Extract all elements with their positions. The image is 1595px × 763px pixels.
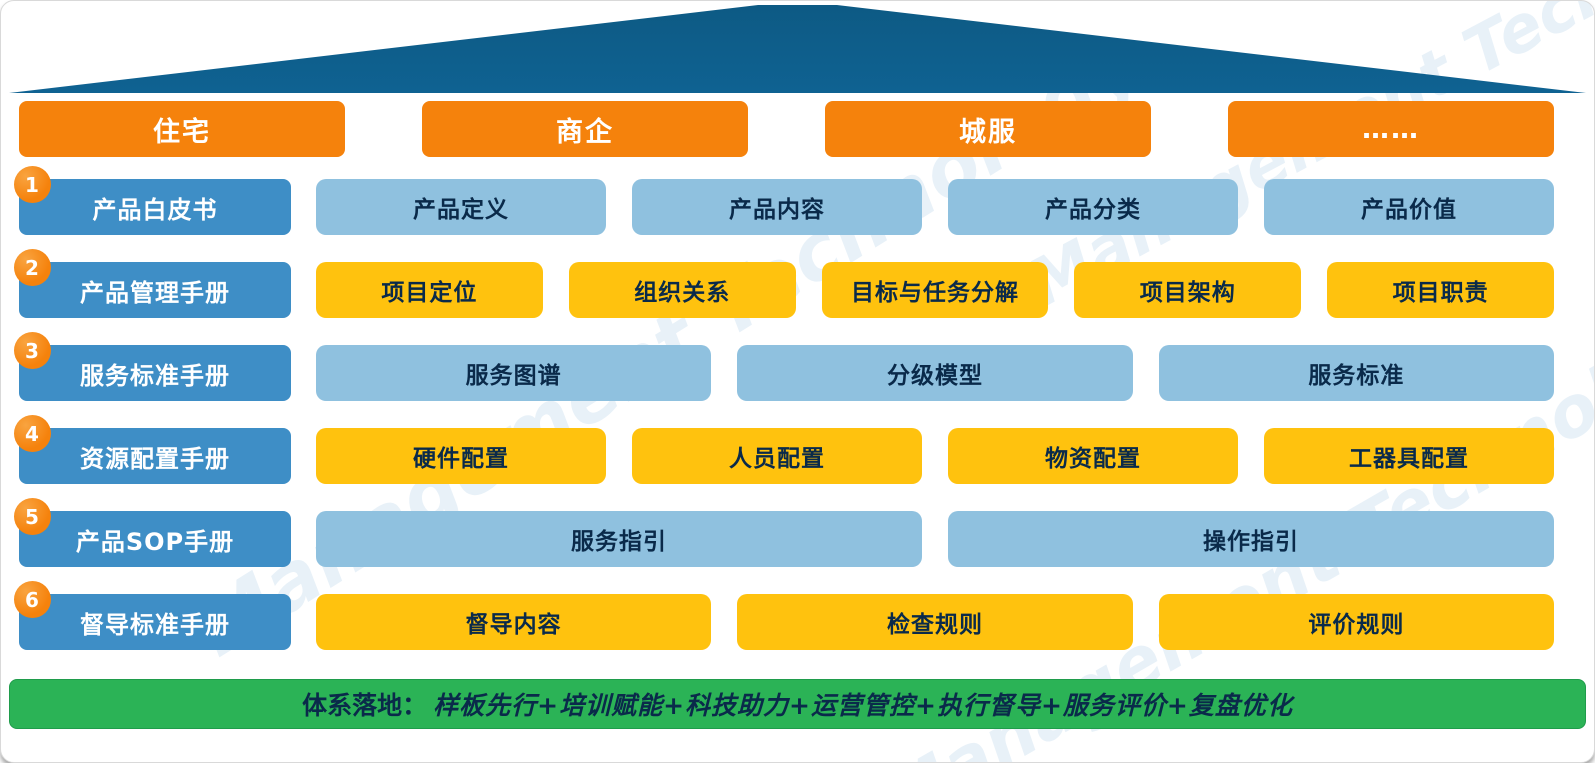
row-resource-config-manual: 4 资源配置手册 硬件配置 人员配置 物资配置 工器具配置: [14, 415, 1554, 484]
row-number-badge: 6: [14, 581, 51, 618]
row-items: 服务图谱 分级模型 服务标准: [316, 345, 1554, 401]
row-label: 4 资源配置手册: [14, 415, 291, 484]
row-label-text: 产品管理手册: [80, 278, 230, 307]
footer-prefix: 体系落地：: [302, 691, 428, 720]
item-box: 项目定位: [316, 262, 543, 318]
item-box: 产品内容: [632, 179, 922, 235]
item-box: 目标与任务分解: [821, 262, 1049, 318]
row-label: 5 产品SOP手册: [14, 498, 291, 567]
row-label-text: 服务标准手册: [80, 361, 230, 390]
row-label: 6 督导标准手册: [14, 581, 291, 650]
item-box: 分级模型: [737, 345, 1133, 401]
product-line-more: ……: [1228, 101, 1554, 157]
item-box: 组织关系: [568, 262, 796, 318]
footer-phrase: 样板先行+培训赋能+科技助力+运营管控+执行督导+服务评价+复盘优化: [433, 691, 1293, 720]
item-box: 项目职责: [1327, 262, 1554, 318]
row-items: 服务指引 操作指引: [316, 511, 1554, 567]
system-implementation-bar: 体系落地： 样板先行+培训赋能+科技助力+运营管控+执行督导+服务评价+复盘优化: [9, 679, 1586, 729]
row-items: 督导内容 检查规则 评价规则: [316, 594, 1554, 650]
row-number-badge: 5: [14, 498, 51, 535]
row-number-badge: 3: [14, 332, 51, 369]
row-label: 2 产品管理手册: [14, 249, 291, 318]
row-product-sop-manual: 5 产品SOP手册 服务指引 操作指引: [14, 498, 1554, 567]
manual-rows: 1 产品白皮书 产品定义 产品内容 产品分类 产品价值 2 产品管理手册 项目定…: [14, 166, 1554, 677]
product-line-residential: 住宅: [19, 101, 345, 157]
row-label-text: 督导标准手册: [80, 610, 230, 639]
item-box: 硬件配置: [316, 428, 606, 484]
row-number-badge: 2: [14, 249, 51, 286]
row-product-management-manual: 2 产品管理手册 项目定位 组织关系 目标与任务分解 项目架构 项目职责: [14, 249, 1554, 318]
item-box: 操作指引: [948, 511, 1554, 567]
row-items: 项目定位 组织关系 目标与任务分解 项目架构 项目职责: [316, 262, 1554, 318]
item-box: 产品定义: [316, 179, 606, 235]
product-line-city-service: 城服: [825, 101, 1151, 157]
row-number-badge: 4: [14, 415, 51, 452]
item-box: 物资配置: [948, 428, 1238, 484]
item-box: 督导内容: [316, 594, 712, 650]
item-box: 人员配置: [632, 428, 922, 484]
row-supervision-standard-manual: 6 督导标准手册 督导内容 检查规则 评价规则: [14, 581, 1554, 650]
row-product-whitepaper: 1 产品白皮书 产品定义 产品内容 产品分类 产品价值: [14, 166, 1554, 235]
item-box: 工器具配置: [1264, 428, 1554, 484]
item-box: 检查规则: [737, 594, 1133, 650]
row-label-text: 资源配置手册: [80, 444, 230, 473]
row-label: 3 服务标准手册: [14, 332, 291, 401]
row-label-text: 产品SOP手册: [75, 527, 235, 556]
item-box: 产品价值: [1264, 179, 1554, 235]
item-box: 项目架构: [1074, 262, 1302, 318]
product-line-row: 住宅 商企 城服 ……: [19, 101, 1554, 157]
product-line-commercial: 商企: [422, 101, 748, 157]
row-service-standard-manual: 3 服务标准手册 服务图谱 分级模型 服务标准: [14, 332, 1554, 401]
item-box: 产品分类: [948, 179, 1238, 235]
item-box: 服务图谱: [316, 345, 712, 401]
item-box: 服务标准: [1158, 345, 1554, 401]
row-label-text: 产品白皮书: [92, 195, 218, 224]
roof-triangle: [9, 5, 1586, 93]
item-box: 服务指引: [316, 511, 922, 567]
row-items: 产品定义 产品内容 产品分类 产品价值: [316, 179, 1554, 235]
row-label: 1 产品白皮书: [14, 166, 291, 235]
row-items: 硬件配置 人员配置 物资配置 工器具配置: [316, 428, 1554, 484]
row-number-badge: 1: [14, 166, 51, 203]
item-box: 评价规则: [1158, 594, 1554, 650]
